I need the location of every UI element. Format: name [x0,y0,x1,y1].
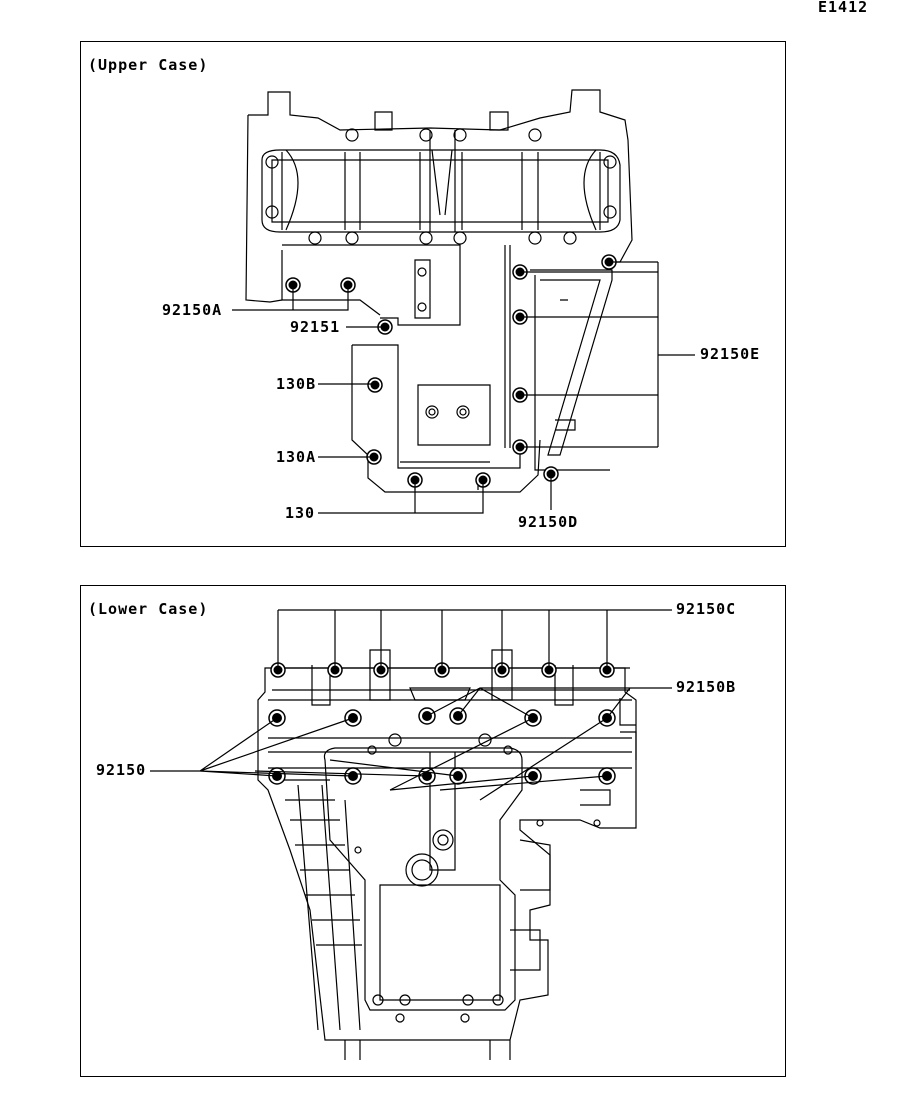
upper-case-title: (Upper Case) [88,56,209,74]
callout-92150: 92150 [96,761,147,779]
lower-case-panel [80,585,786,1077]
callout-92151: 92151 [290,318,341,336]
callout-92150A: 92150A [162,301,223,319]
callout-92150D: 92150D [518,513,579,531]
callout-92150B: 92150B [676,678,737,696]
lower-case-outline [257,649,637,1060]
figure-reference: E1412 [818,0,869,16]
callout-130A: 130A [276,448,317,466]
upper-case-panel [80,41,786,547]
leader-lines [150,261,695,801]
upper-bolts [285,254,617,488]
lower-bolts [268,662,616,785]
callout-92150E: 92150E [700,345,761,363]
callout-130: 130 [285,504,316,522]
upper-case-outline [245,89,633,493]
callout-130B: 130B [276,375,317,393]
callout-92150C: 92150C [676,600,737,618]
lower-case-title: (Lower Case) [88,600,209,618]
